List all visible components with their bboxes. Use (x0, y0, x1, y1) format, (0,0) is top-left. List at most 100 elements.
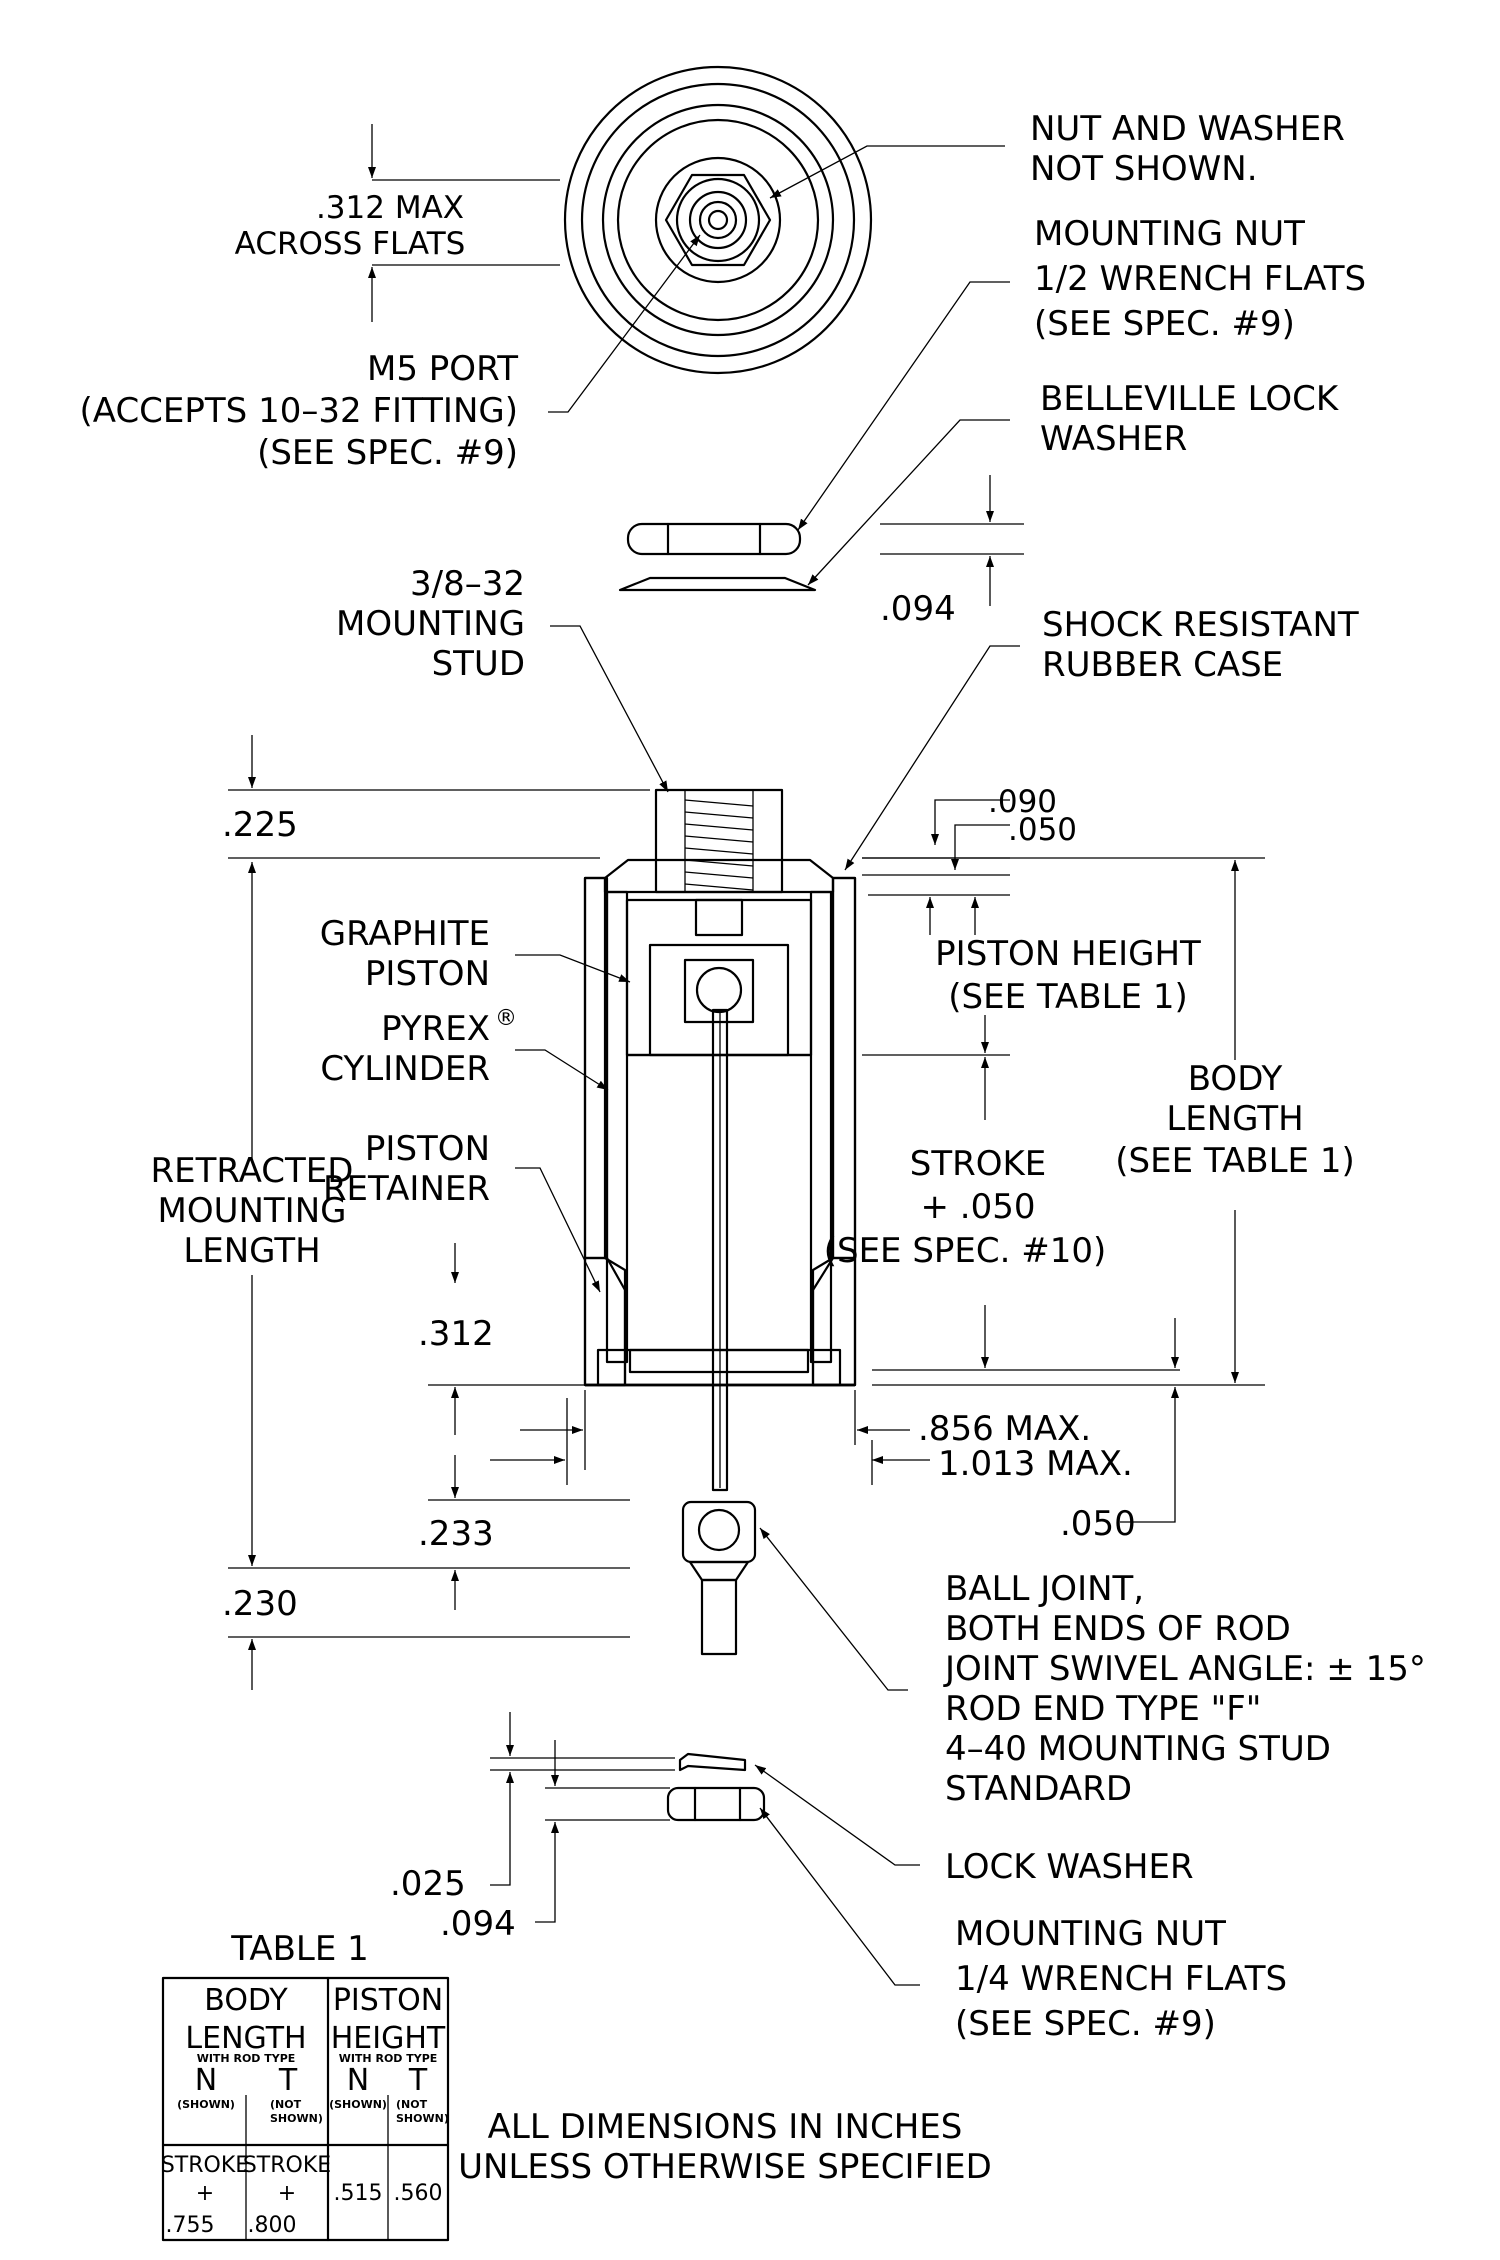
dim-230-label: .230 (222, 1584, 298, 1624)
rubber-case-label-1: SHOCK RESISTANT (1042, 605, 1359, 645)
lock-washer-label: LOCK WASHER (945, 1847, 1194, 1887)
table-shown-1b: SHOWN) (270, 2112, 323, 2125)
dim-retracted: RETRACTED MOUNTING LENGTH (151, 862, 354, 1566)
leader-mounting-nut-bot (759, 1807, 920, 1986)
table-col1-rod-type: WITH ROD TYPE (197, 2052, 296, 2065)
leader-retainer (515, 1167, 601, 1293)
ball-label-4: ROD END TYPE "F" (945, 1689, 1261, 1729)
stud-label-3: STUD (432, 644, 525, 684)
top-nut-side-view (618, 522, 817, 592)
dim-050-top-label: .050 (1008, 812, 1077, 848)
dim-856-label: .856 MAX. (918, 1409, 1091, 1449)
dim-094-top-label: .094 (880, 589, 956, 629)
piston-height-label-2: (SEE TABLE 1) (948, 977, 1187, 1017)
table-body-n-3: .755 (166, 2213, 215, 2238)
retainer-label-2: RETAINER (323, 1169, 490, 1209)
table-col1-head-2: LENGTH (185, 2021, 306, 2056)
nut-washer-label-2: NOT SHOWN. (1030, 149, 1258, 189)
ball-label-6: STANDARD (945, 1769, 1132, 1809)
retracted-label-1: RETRACTED (151, 1151, 354, 1191)
table-shown-2: (SHOWN) (329, 2098, 387, 2111)
body-length-label-1: BODY (1188, 1059, 1283, 1099)
dim-225-label: .225 (222, 805, 298, 845)
mounting-nut-top-label-1: MOUNTING NUT (1034, 214, 1305, 254)
dim-094-bottom-label: .094 (440, 1904, 516, 1944)
stroke-label-3: (SEE SPEC. #10) (824, 1231, 1107, 1271)
ball-label-2: BOTH ENDS OF ROD (945, 1609, 1291, 1649)
dim-025-094-bottom: .025 .094 (390, 1712, 675, 1944)
ball-label-3: JOINT SWIVEL ANGLE: ± 15° (943, 1649, 1426, 1689)
dim-094-top: .094 (880, 475, 1024, 629)
mounting-nut-bot-label-3: (SEE SPEC. #9) (955, 2004, 1216, 2044)
body-length-label-2: LENGTH (1166, 1099, 1303, 1139)
table-body-t-3: .800 (248, 2213, 297, 2238)
nut-washer-label-1: NUT AND WASHER (1030, 109, 1345, 149)
mounting-nut-top-label-2: 1/2 WRENCH FLATS (1034, 259, 1366, 299)
stroke-label-1: STROKE (910, 1144, 1047, 1184)
table-piston-t: .560 (394, 2181, 443, 2206)
table-t-1: T (278, 2063, 298, 2098)
dim-body-length: BODY LENGTH (SEE TABLE 1) (862, 857, 1355, 1383)
stroke-label-2: + .050 (921, 1187, 1036, 1227)
across-flats-label-2: ACROSS FLATS (235, 226, 466, 262)
table-t-2: T (408, 2063, 428, 2098)
m5-port-label-2: (ACCEPTS 10–32 FITTING) (80, 391, 518, 431)
dim-050-bottom-arrow-2 (1120, 1387, 1179, 1523)
graphite-label-1: GRAPHITE (320, 914, 490, 954)
cylinder-section (583, 788, 857, 1492)
table-n-1: N (195, 2063, 217, 2098)
stud-label-2: MOUNTING (336, 604, 525, 644)
leader-nut-washer (769, 145, 1005, 199)
table-title: TABLE 1 (230, 1929, 369, 1969)
mounting-nut-bot-label-2: 1/4 WRENCH FLATS (955, 1959, 1287, 1999)
leader-graphite (515, 954, 631, 983)
belleville-label-2: WASHER (1040, 419, 1187, 459)
body-length-label-3: (SEE TABLE 1) (1115, 1141, 1354, 1181)
stud-label-1: 3/8–32 (410, 564, 525, 604)
leader-m5-port (548, 234, 701, 413)
leader-ball-joint (759, 1527, 908, 1691)
dim-233-label: .233 (418, 1514, 494, 1554)
mounting-nut-bot-label-1: MOUNTING NUT (955, 1914, 1226, 1954)
table-col1-head-1: BODY (204, 1983, 288, 2018)
retainer-label-1: PISTON (365, 1129, 490, 1169)
pyrex-reg: ® (495, 1006, 517, 1031)
retracted-label-3: LENGTH (183, 1231, 320, 1271)
ball-label-5: 4–40 MOUNTING STUD (945, 1729, 1331, 1769)
leader-lock-washer (754, 1764, 920, 1866)
table-body-n-1: STROKE (161, 2153, 249, 2178)
table-piston-n: .515 (334, 2181, 383, 2206)
leader-rubber-case (844, 645, 1020, 871)
leader-pyrex (515, 1049, 609, 1091)
dim-1013-label: 1.013 MAX. (938, 1444, 1133, 1484)
table-not-1: (NOT (270, 2098, 302, 2111)
rod-end-ball-joint (681, 1500, 757, 1656)
table-body-t-2: + (278, 2181, 296, 2206)
table-col2-head-1: PISTON (333, 1983, 443, 2018)
dim-090-050: .090 .050 (862, 784, 1077, 935)
note-line-2: UNLESS OTHERWISE SPECIFIED (458, 2147, 992, 2187)
table-shown-2b: SHOWN) (396, 2112, 449, 2125)
table-body-n-2: + (196, 2181, 214, 2206)
retracted-label-2: MOUNTING (158, 1191, 347, 1231)
leader-mounting-nut-top (797, 281, 1010, 531)
pyrex-label-2: CYLINDER (320, 1049, 490, 1089)
dim-856-1013: .856 MAX. 1.013 MAX. (490, 1390, 1133, 1485)
bottom-nut-and-washer (666, 1752, 766, 1822)
top-view (563, 65, 873, 375)
dim-312-label: .312 (418, 1314, 494, 1354)
note-line-1: ALL DIMENSIONS IN INCHES (488, 2107, 963, 2147)
m5-port-label-3: (SEE SPEC. #9) (257, 433, 518, 473)
table-not-2: (NOT (396, 2098, 428, 2111)
dim-050-bottom-label: .050 (1060, 1504, 1136, 1544)
table-1: TABLE 1 BODY LENGTH PISTON HEIGHT WITH R… (161, 1929, 450, 2242)
dim-312-233-230: .312 .233 .230 (222, 1243, 630, 1690)
ball-label-1: BALL JOINT, (945, 1569, 1144, 1609)
table-col2-head-2: HEIGHT (331, 2021, 446, 2056)
graphite-label-2: PISTON (365, 954, 490, 994)
table-body-t-1: STROKE (243, 2153, 331, 2178)
dim-025-label: .025 (390, 1864, 466, 1904)
dim-across-flats: .312 MAX ACROSS FLATS (235, 124, 560, 322)
leader-belleville (807, 419, 1010, 586)
